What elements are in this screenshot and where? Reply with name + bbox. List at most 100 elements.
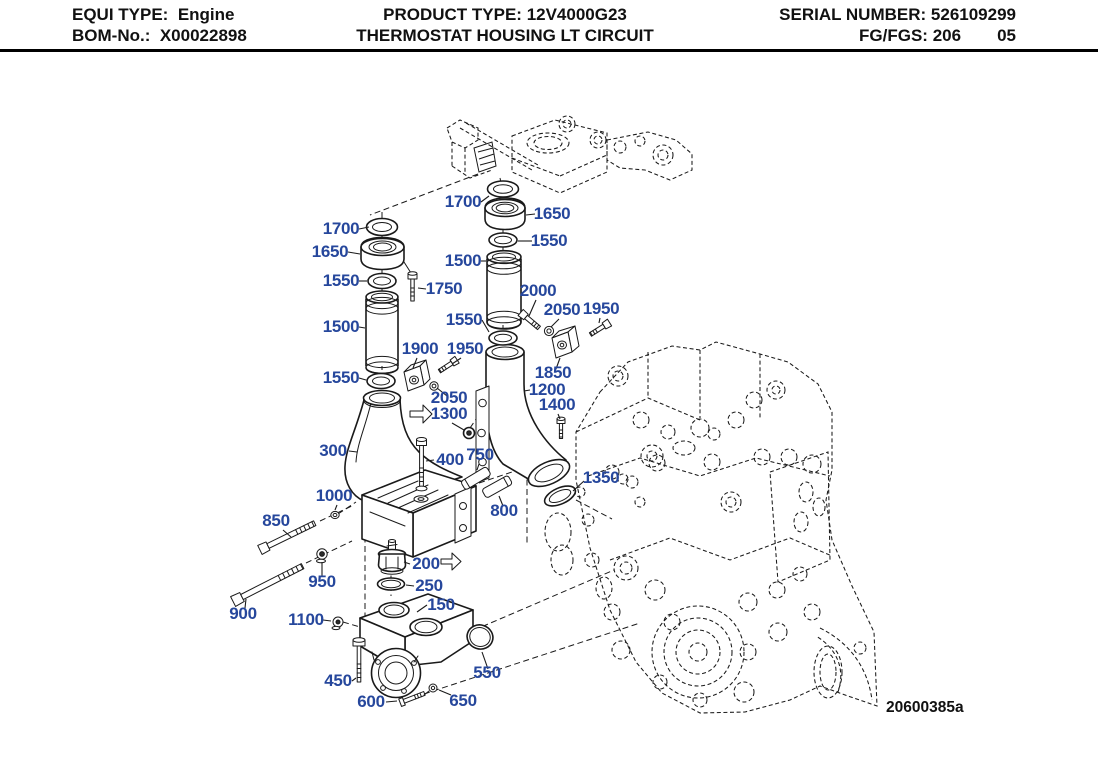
- part-callout: 2000: [520, 281, 557, 300]
- part-callout: 2050: [544, 300, 581, 319]
- flow-arrow-icon: [409, 404, 433, 424]
- clamp-block-1900: [403, 359, 431, 392]
- part-callout: 750: [466, 445, 493, 464]
- part-callout: 450: [324, 671, 351, 690]
- part-callout: 1300: [431, 404, 468, 423]
- bolt-600: [398, 691, 426, 707]
- part-callout: 900: [229, 604, 256, 623]
- nut-950: [316, 548, 328, 564]
- callout-leader: [358, 226, 370, 230]
- product-type-label: PRODUCT TYPE:: [383, 5, 522, 24]
- bolt-400: [415, 437, 428, 492]
- callout-leader: [405, 584, 415, 587]
- callout-leader: [572, 480, 585, 492]
- callout-leader: [481, 319, 490, 333]
- equi-type-value: Engine: [177, 5, 235, 24]
- part-callout: 1400: [539, 395, 576, 414]
- page-title: THERMOSTAT HOUSING LT CIRCUIT: [356, 26, 654, 45]
- washer-2050-right: [543, 325, 555, 337]
- part-callout: 250: [415, 576, 442, 595]
- part-callout: 800: [490, 501, 517, 520]
- bom-label: BOM-No.:: [72, 26, 151, 45]
- callout-leader: [385, 700, 398, 703]
- bolt-2000: [517, 308, 541, 331]
- bolt-900: [230, 563, 305, 607]
- plug-1300: [462, 426, 476, 440]
- callout-leader: [451, 357, 462, 365]
- serial-value: 526109299: [930, 5, 1016, 24]
- fg-value: 206: [932, 26, 962, 45]
- equi-type-label: EQUI TYPE:: [72, 5, 169, 24]
- part-callout: 1550: [446, 310, 483, 329]
- part-callout: 300: [319, 441, 346, 460]
- exploded-parts: [230, 180, 613, 707]
- callout-leader: [358, 377, 367, 381]
- part-callout: 1550: [323, 368, 360, 387]
- title-block: EQUI TYPE: Engine BOM-No.: X00022898 PRO…: [0, 0, 1098, 52]
- callout-leader: [358, 326, 366, 329]
- fg-label: FG/FGS:: [859, 26, 928, 45]
- part-callout: 550: [473, 663, 500, 682]
- callout-leader: [476, 463, 480, 471]
- gasket-1350: [543, 485, 577, 507]
- serial-label: SERIAL NUMBER:: [779, 5, 927, 24]
- part-callout: 1900: [402, 339, 439, 358]
- clamp-block-1850: [551, 325, 580, 359]
- callout-leader: [498, 495, 504, 507]
- cylinder-head-ghost: [446, 115, 693, 194]
- callout-leader: [322, 619, 332, 622]
- engine-block-ghost: [544, 341, 878, 714]
- o-ring-250: [376, 577, 406, 591]
- bolt-850: [257, 520, 317, 555]
- part-callout: 850: [262, 511, 289, 530]
- part-callout: 150: [427, 595, 454, 614]
- callout-leader: [351, 677, 357, 682]
- elbow-housing-1200: [475, 343, 571, 488]
- product-type-value: 12V4000G23: [526, 5, 627, 24]
- part-callout: 1200: [529, 380, 566, 399]
- part-callout: 1350: [583, 468, 620, 487]
- callout-leader: [416, 604, 428, 613]
- callout-leader: [244, 598, 247, 609]
- equi-type-row: EQUI TYPE: Engine: [72, 4, 247, 25]
- adapter-bracket: [361, 469, 477, 558]
- part-callout: 1550: [323, 271, 360, 290]
- part-callout: 1650: [534, 204, 571, 223]
- part-callout: 1950: [583, 299, 620, 318]
- plug-1100: [331, 616, 344, 631]
- callout-leader: [438, 689, 452, 696]
- part-callout: 1650: [312, 242, 349, 261]
- callout-leader: [555, 357, 561, 370]
- part-callout: 1700: [445, 192, 482, 211]
- drawing-number: 20600385a: [886, 699, 964, 716]
- callout-leader: [557, 413, 561, 420]
- callout-labels: 1700165015501500175015503001000850950900…: [229, 192, 619, 711]
- right-pipe-stack: [484, 180, 526, 346]
- part-callout: 1000: [316, 486, 353, 505]
- thermostat-200: [377, 539, 407, 575]
- part-callout: 1500: [445, 251, 482, 270]
- callout-leader: [480, 195, 490, 203]
- callout-leader: [403, 561, 411, 565]
- part-callout: 1500: [323, 317, 360, 336]
- title-block-center: PRODUCT TYPE: 12V4000G23 THERMOSTAT HOUS…: [300, 4, 710, 46]
- thermostat-housing-150: [359, 593, 474, 699]
- bom-row: BOM-No.: X00022898: [72, 25, 247, 46]
- left-pipe-stack: [360, 217, 412, 390]
- flow-arrow-icon: [440, 552, 462, 571]
- part-callout: 1550: [531, 231, 568, 250]
- callout-leader: [436, 387, 448, 397]
- part-callout: 600: [357, 692, 384, 711]
- washer-1000: [330, 510, 340, 520]
- part-callout: 1100: [288, 610, 324, 629]
- bolt-1950-left: [437, 355, 460, 374]
- title-block-left: EQUI TYPE: Engine BOM-No.: X00022898: [72, 4, 247, 46]
- bolt-1400: [556, 416, 566, 439]
- callout-leader-lines: [244, 195, 601, 703]
- callout-leader: [451, 422, 465, 431]
- callout-leader: [417, 287, 427, 290]
- bolt-450: [352, 637, 366, 683]
- fg-value2: 05: [997, 26, 1016, 45]
